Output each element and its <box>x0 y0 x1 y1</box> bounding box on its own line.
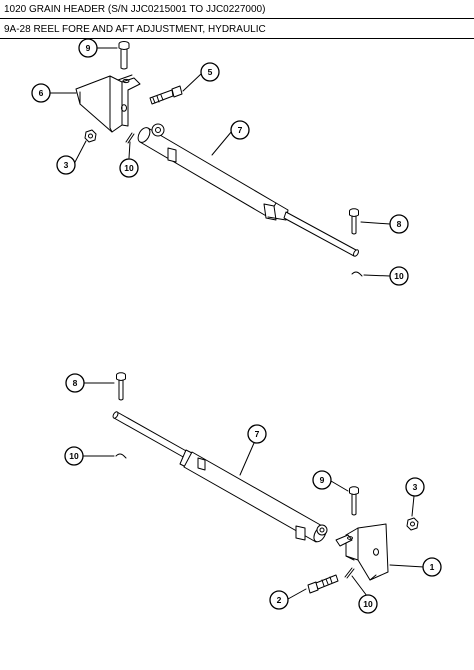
bolt-part-9-bottom <box>349 486 359 516</box>
callout-label: 9 <box>86 43 91 53</box>
callout-label: 10 <box>394 271 404 281</box>
pin-part-10-bottom-a <box>115 453 127 459</box>
callout-3-top: 3 <box>56 155 76 175</box>
callout-label: 5 <box>208 67 213 77</box>
callout-label: 9 <box>320 475 325 485</box>
pin-part-10-top-a <box>125 132 135 144</box>
callout-label: 7 <box>238 125 243 135</box>
callout-7-top: 7 <box>230 120 250 140</box>
callout-label: 6 <box>39 88 44 98</box>
callout-8-bottom: 8 <box>65 373 85 393</box>
section-title: 9A-28 REEL FORE AND AFT ADJUSTMENT, HYDR… <box>4 24 266 35</box>
callout-10-top-b: 10 <box>389 266 409 286</box>
page-title: 1020 GRAIN HEADER (S/N JJC0215001 TO JJC… <box>4 4 266 15</box>
callout-label: 8 <box>397 219 402 229</box>
bolt-part-2-bottom <box>307 574 339 594</box>
callout-3-bottom: 3 <box>405 477 425 497</box>
nut-part-3-bottom <box>406 517 419 531</box>
leader-lines-top <box>49 47 391 277</box>
bracket-part-6-top <box>75 74 141 133</box>
callout-9-bottom: 9 <box>312 470 332 490</box>
pin-part-10-bottom-b <box>344 567 355 579</box>
callout-5-top: 5 <box>200 62 220 82</box>
bolt-part-5-top <box>149 85 183 105</box>
callout-label: 10 <box>69 451 79 461</box>
callout-7-bottom: 7 <box>247 424 267 444</box>
divider <box>0 38 474 39</box>
bolt-part-8-bottom <box>116 372 126 401</box>
divider <box>0 18 474 19</box>
callout-label: 3 <box>413 482 418 492</box>
nut-part-3-top <box>84 129 97 143</box>
bracket-part-1-bottom <box>335 523 389 581</box>
bolt-part-8-top <box>349 208 359 235</box>
bolt-part-9-top <box>118 41 130 70</box>
callout-10-top-a: 10 <box>119 158 139 178</box>
callout-10-bottom-b: 10 <box>358 594 378 614</box>
callout-9-top: 9 <box>78 38 98 58</box>
hydraulic-cylinder-part-7-top <box>137 123 359 257</box>
callout-2-bottom: 2 <box>269 590 289 610</box>
callout-label: 3 <box>64 160 69 170</box>
callout-label: 2 <box>277 595 282 605</box>
callout-8-top: 8 <box>389 214 409 234</box>
callout-1-bottom: 1 <box>422 557 442 577</box>
callout-label: 7 <box>255 429 260 439</box>
pin-part-10-top-b <box>351 271 363 277</box>
callout-label: 8 <box>73 378 78 388</box>
callout-label: 10 <box>124 163 134 173</box>
callout-label: 10 <box>363 599 373 609</box>
callout-10-bottom-a: 10 <box>64 446 84 466</box>
hydraulic-cylinder-part-7-bottom <box>112 411 328 543</box>
callout-label: 1 <box>430 562 435 572</box>
callout-6-top: 6 <box>31 83 51 103</box>
leader-lines-bottom <box>82 382 425 600</box>
